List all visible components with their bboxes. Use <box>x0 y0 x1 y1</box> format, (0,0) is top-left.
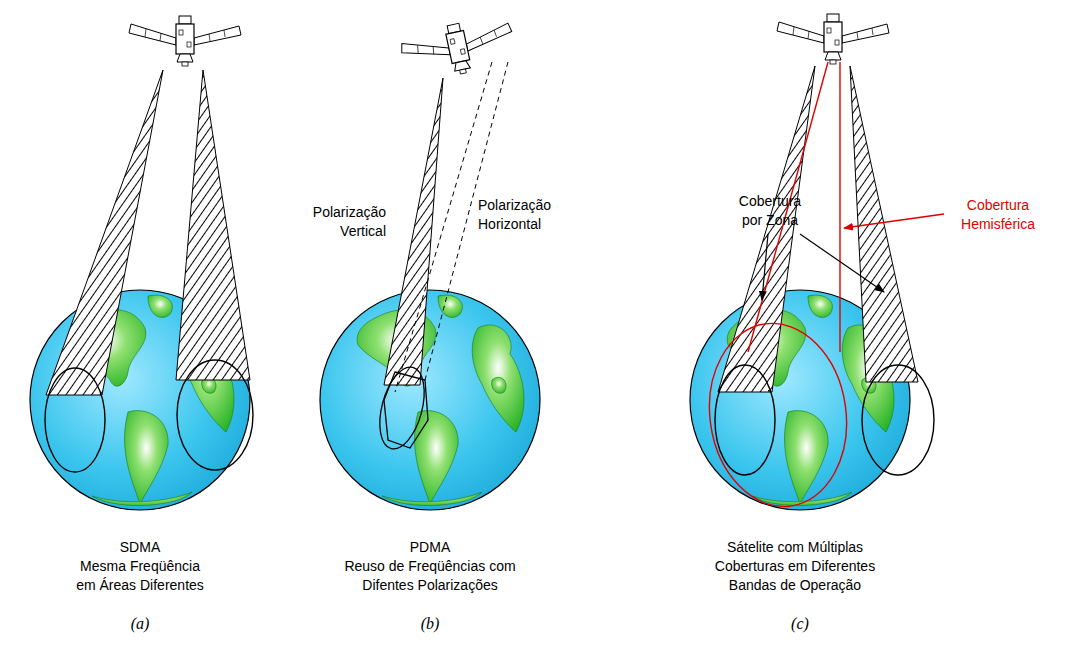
beam <box>850 66 918 382</box>
caption-box: SDMA Mesma Freqüência em Áreas Diferente… <box>40 538 240 595</box>
hemispheric-ellipse <box>698 314 858 515</box>
coverage-outline <box>384 372 428 448</box>
panel-letter-box: (c) <box>770 614 830 634</box>
panel-letter: (c) <box>791 615 809 632</box>
caption-box: Sátelite com Múltiplas Coberturas em Dif… <box>690 538 900 595</box>
panel-letter-box: (b) <box>400 614 460 634</box>
beam <box>46 70 163 395</box>
panel-letter: (a) <box>131 615 150 632</box>
satellite <box>398 13 518 85</box>
coverage-ellipse <box>372 362 432 453</box>
leader-arrow <box>800 234 884 292</box>
beam-label-box: Polarização Horizontal <box>478 196 568 234</box>
beam-label: Polarização Vertical <box>313 204 386 239</box>
coverage-ellipse <box>715 365 775 475</box>
beam-label-box: Cobertura Hemisférica <box>948 196 1048 234</box>
caption: Sátelite com Múltiplas Coberturas em Dif… <box>715 539 875 593</box>
satellite <box>777 14 889 64</box>
dashed-beam <box>395 62 492 392</box>
beam-label-box: Cobertura por Zona <box>722 192 818 230</box>
caption: PDMA Reuso de Freqüências com Difentes P… <box>344 539 515 593</box>
caption-box: PDMA Reuso de Freqüências com Difentes P… <box>320 538 540 595</box>
beam-label: Polarização Horizontal <box>478 197 551 232</box>
hemispheric-beam <box>839 62 840 352</box>
beam-label: Cobertura por Zona <box>739 193 801 228</box>
beam <box>718 66 815 392</box>
panel-letter-box: (a) <box>110 614 170 634</box>
satellite <box>129 16 241 66</box>
beam <box>176 70 250 380</box>
globe <box>320 290 540 510</box>
beam <box>384 78 443 385</box>
coverage-ellipse <box>177 360 253 470</box>
coverage-ellipse <box>45 368 105 472</box>
beam-label-box: Polarização Vertical <box>300 203 386 241</box>
leader-arrow <box>844 214 944 228</box>
leader-arrow <box>762 234 768 300</box>
coverage-ellipse <box>862 365 934 475</box>
panel-letter: (b) <box>421 615 440 632</box>
caption: SDMA Mesma Freqüência em Áreas Diferente… <box>76 539 204 593</box>
beam-label: Cobertura Hemisférica <box>961 197 1035 232</box>
